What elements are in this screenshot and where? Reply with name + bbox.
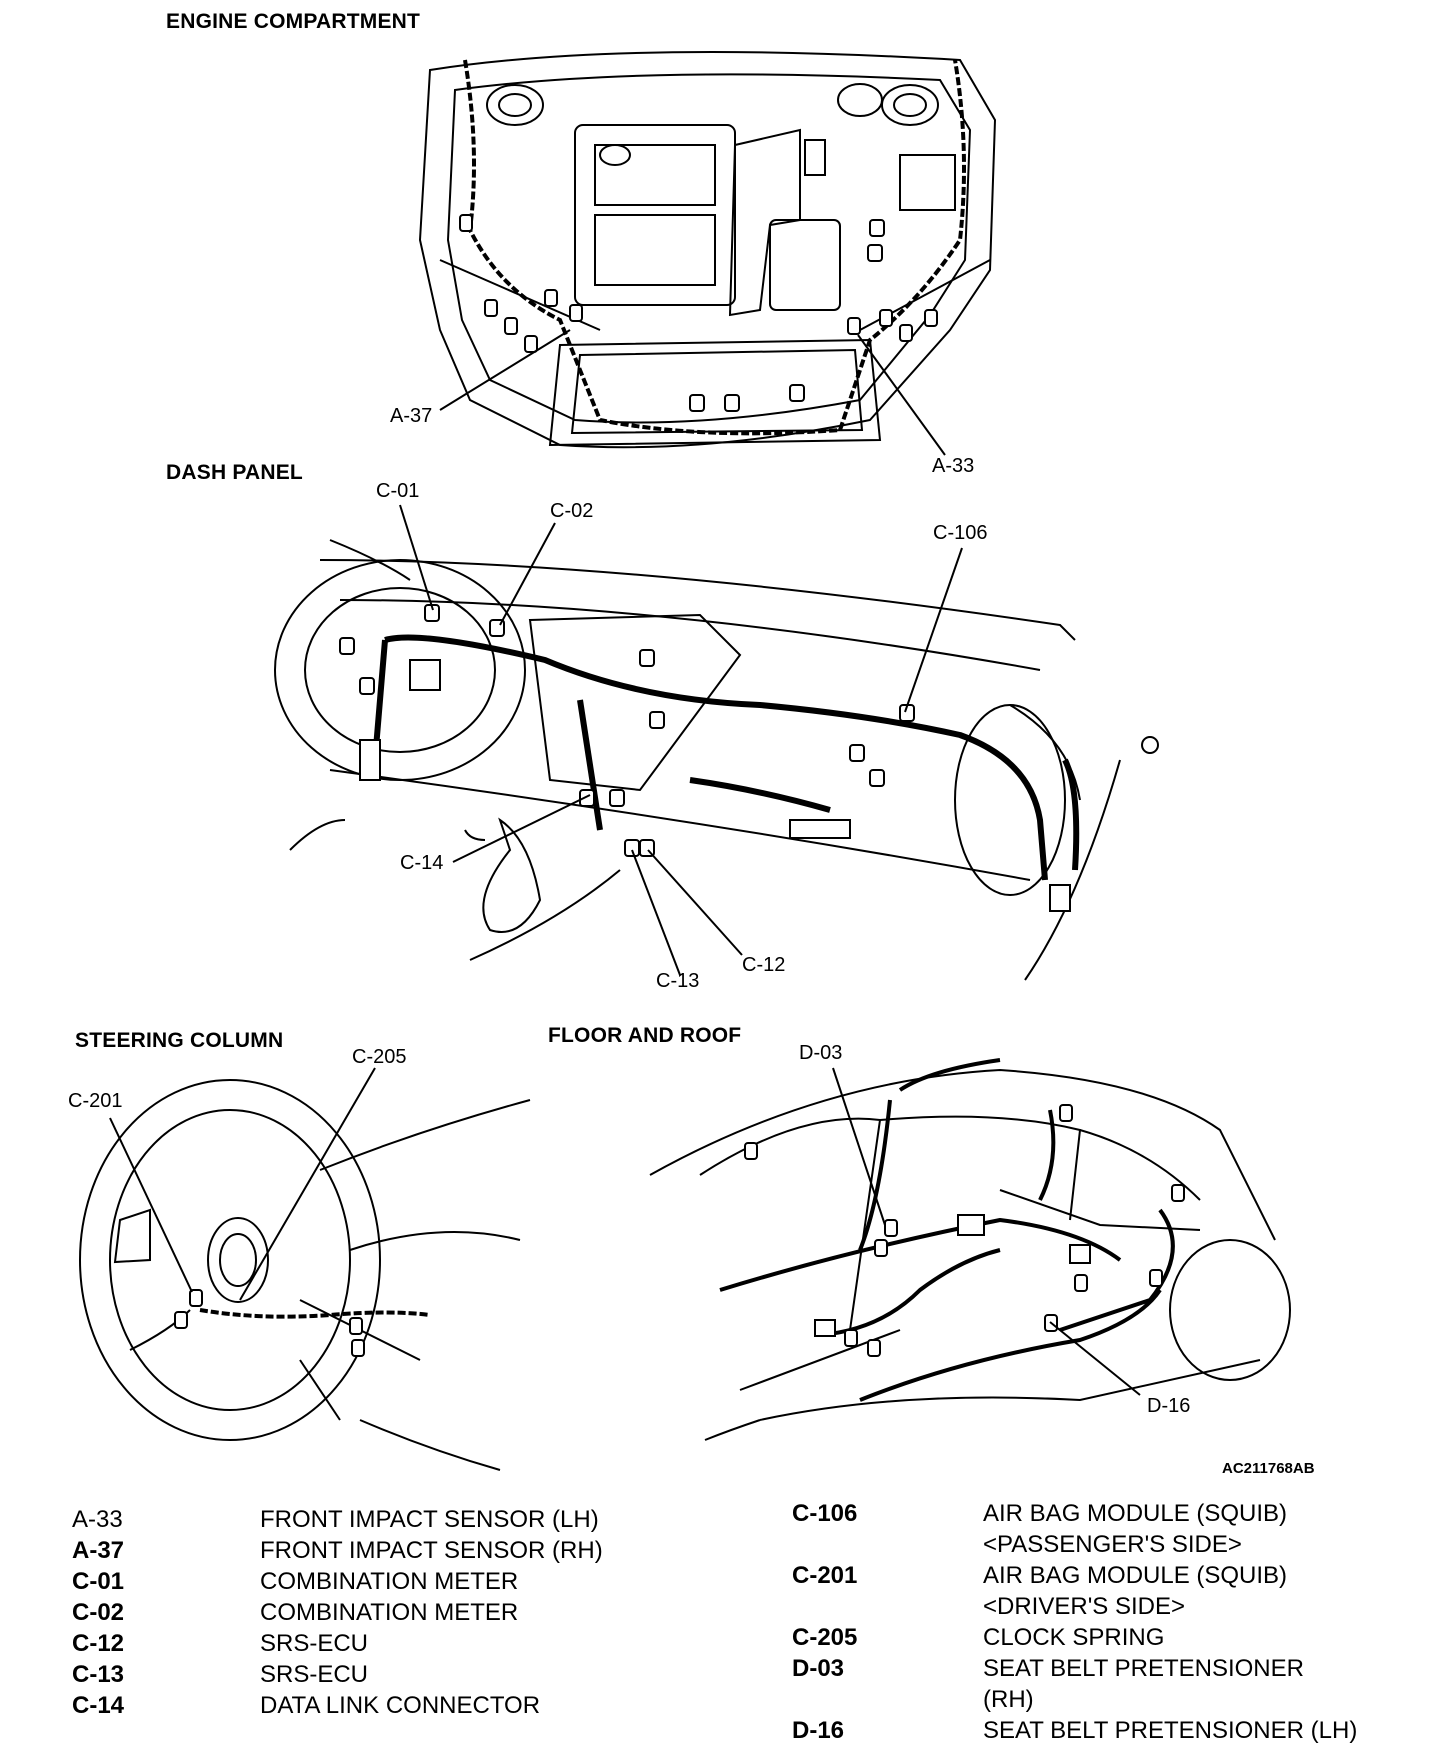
legend-code: C-01	[72, 1568, 125, 1595]
steering-column-title: STEERING COLUMN	[75, 1029, 284, 1052]
dash-panel-title: DASH PANEL	[166, 461, 303, 484]
legend-desc: DATA LINK CONNECTOR	[260, 1692, 541, 1719]
callout-c201: C-201	[68, 1090, 123, 1112]
legend-desc: AIR BAG MODULE (SQUIB)	[983, 1500, 1288, 1527]
legend-desc: COMBINATION METER	[260, 1568, 519, 1595]
legend-code: A-33	[72, 1506, 123, 1533]
legend-desc: SRS-ECU	[260, 1661, 369, 1688]
floor-and-roof-title: FLOOR AND ROOF	[548, 1024, 742, 1047]
legend-desc: <PASSENGER'S SIDE>	[983, 1531, 1242, 1558]
legend-desc: (RH)	[983, 1686, 1034, 1713]
legend-code: C-13	[72, 1661, 125, 1688]
legend-desc: FRONT IMPACT SENSOR (LH)	[260, 1506, 599, 1533]
callout-c01: C-01	[376, 480, 420, 502]
dash-panel-drawing	[274, 504, 1159, 981]
legend-desc: SRS-ECU	[260, 1630, 369, 1657]
legend-code: C-14	[72, 1692, 125, 1719]
legend-code: C-205	[792, 1624, 858, 1651]
legend-code: C-02	[72, 1599, 125, 1626]
legend-desc: COMBINATION METER	[260, 1599, 519, 1626]
engine-compartment-drawing	[418, 51, 997, 456]
callout-c13: C-13	[656, 970, 700, 992]
callout-d03: D-03	[799, 1042, 843, 1064]
legend-code: C-12	[72, 1630, 125, 1657]
figure-number: AC211768AB	[1222, 1460, 1315, 1477]
floor-and-roof-drawing	[649, 1058, 1291, 1441]
callout-c205: C-205	[352, 1046, 407, 1068]
legend-code: D-03	[792, 1655, 845, 1682]
callout-a37: A-37	[390, 405, 433, 427]
legend-desc: AIR BAG MODULE (SQUIB)	[983, 1562, 1288, 1589]
legend-code: A-37	[72, 1537, 125, 1564]
legend-desc: SEAT BELT PRETENSIONER	[983, 1655, 1304, 1682]
legend-desc: <DRIVER'S SIDE>	[983, 1593, 1185, 1620]
callout-c14: C-14	[400, 852, 444, 874]
callout-d16: D-16	[1147, 1395, 1191, 1417]
callout-c12: C-12	[742, 954, 786, 976]
legend-code: C-106	[792, 1500, 858, 1527]
legend-desc: SEAT BELT PRETENSIONER (LH)	[983, 1717, 1358, 1744]
callout-c02: C-02	[550, 500, 594, 522]
legend-desc: FRONT IMPACT SENSOR (RH)	[260, 1537, 603, 1564]
callout-c106: C-106	[933, 522, 988, 544]
legend-code: C-201	[792, 1562, 858, 1589]
callout-a33: A-33	[932, 455, 975, 477]
steering-column-drawing	[79, 1067, 531, 1471]
legend-desc: CLOCK SPRING	[983, 1624, 1165, 1651]
engine-compartment-title: ENGINE COMPARTMENT	[166, 10, 421, 33]
legend-code: D-16	[792, 1717, 845, 1744]
